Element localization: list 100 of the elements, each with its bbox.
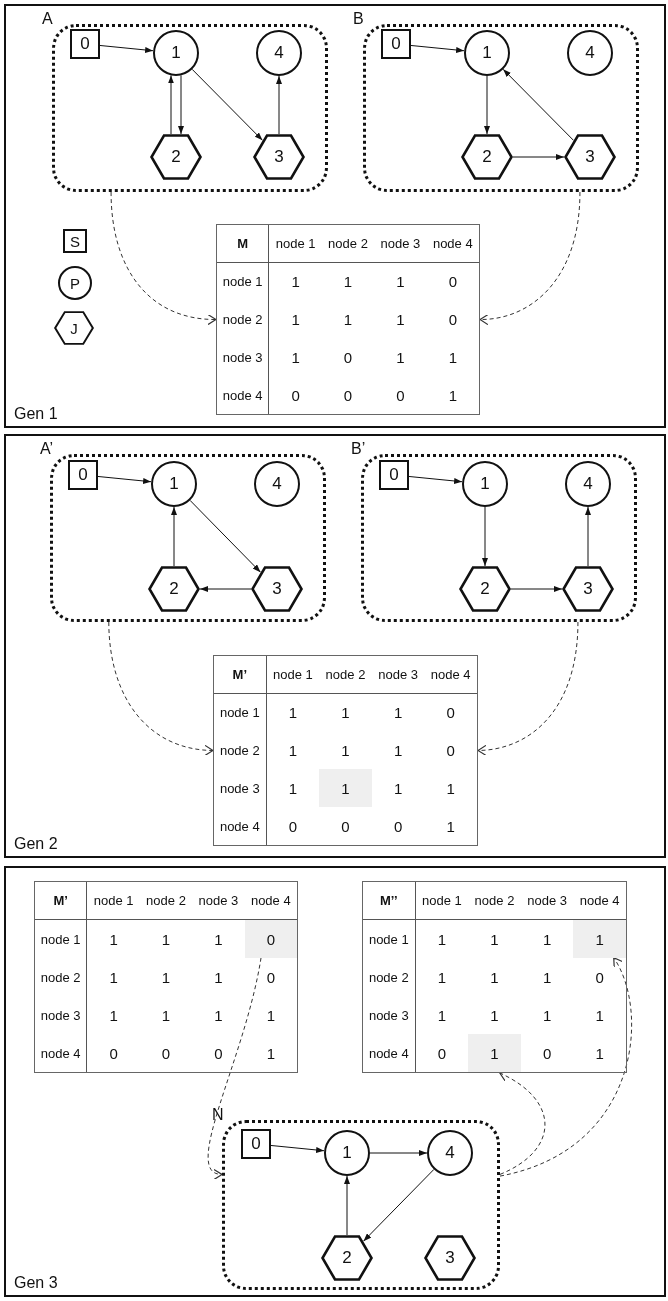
- legend-symbol: P: [58, 266, 92, 300]
- matrix-value: 1: [265, 1005, 276, 1026]
- adjacency-matrix: [216, 224, 480, 415]
- arrow: [168, 74, 174, 135]
- matrix-value: 1: [392, 741, 404, 761]
- circle-node: 1: [151, 461, 197, 507]
- graph-label: A’: [40, 440, 54, 458]
- matrix-value: 1: [489, 1005, 500, 1026]
- arrow: [171, 506, 177, 567]
- arrow: [585, 506, 591, 567]
- circle-node: 4: [567, 30, 613, 76]
- matrix-value: 0: [395, 385, 406, 406]
- matrix-value: 1: [290, 272, 301, 293]
- arrow: [484, 75, 490, 135]
- column-header: node 3: [520, 882, 574, 920]
- column-header: node 4: [426, 225, 479, 263]
- row-header: node 1: [35, 920, 88, 958]
- matrix-value: 1: [436, 967, 448, 988]
- matrix-value: 1: [287, 703, 299, 724]
- row-header: node 3: [214, 769, 267, 808]
- matrix-value: 1: [445, 816, 456, 837]
- matrix-value: 0: [287, 816, 299, 837]
- row-header: node 1: [363, 920, 416, 958]
- row-header: node 2: [214, 731, 267, 770]
- adjacency-matrix: [362, 881, 627, 1073]
- row-header: node 1: [217, 262, 270, 301]
- matrix-value: 0: [108, 1043, 119, 1064]
- dashed-arrow: [477, 621, 579, 756]
- circle-node: 4: [565, 461, 611, 507]
- circle-node: 4: [254, 461, 300, 507]
- row-header: node 1: [214, 693, 267, 732]
- arrow: [408, 476, 463, 484]
- matrix-value: 1: [541, 1005, 553, 1026]
- arrow: [410, 45, 465, 53]
- arrow: [270, 1145, 325, 1153]
- highlighted-value: 1: [468, 1034, 521, 1072]
- matrix-value: 0: [445, 741, 456, 761]
- column-header: node 2: [321, 225, 375, 263]
- row-header: node 3: [217, 338, 270, 377]
- arrow: [99, 45, 154, 53]
- graph-label: A: [42, 10, 53, 28]
- row-header: node 2: [35, 958, 88, 996]
- matrix-value: 0: [447, 272, 458, 293]
- matrix-title: M’: [214, 656, 267, 694]
- matrix-value: 1: [287, 741, 299, 761]
- row-header: node 3: [35, 996, 88, 1034]
- arrow: [97, 476, 152, 484]
- dashed-arrow: [499, 957, 632, 1177]
- circle-node: 4: [256, 30, 302, 76]
- matrix-value: 1: [290, 310, 301, 330]
- column-header: node 3: [371, 656, 425, 694]
- matrix-value: 1: [445, 778, 456, 799]
- matrix-value: 1: [290, 347, 301, 368]
- column-header: node 3: [374, 225, 427, 263]
- row-header: node 4: [35, 1034, 88, 1072]
- matrix-value: 0: [594, 967, 605, 988]
- matrix-value: 1: [160, 929, 172, 950]
- arrow: [178, 74, 184, 135]
- panel-frame: [4, 4, 666, 428]
- square-node: 0: [381, 29, 411, 59]
- arrow: [276, 75, 282, 135]
- matrix-value: 1: [436, 1005, 448, 1026]
- arrow: [482, 506, 488, 567]
- dashed-arrow: [499, 1071, 546, 1175]
- graph-label: B: [353, 10, 364, 28]
- matrix-title: M: [217, 225, 270, 263]
- matrix-value: 1: [392, 703, 404, 724]
- column-header: node 2: [319, 656, 372, 694]
- column-header: node 2: [468, 882, 521, 920]
- circle-node: 1: [153, 30, 199, 76]
- matrix-value: 1: [287, 778, 299, 799]
- square-node: 0: [379, 460, 409, 490]
- matrix-value: 0: [290, 385, 301, 406]
- arrow: [512, 154, 565, 160]
- circle-node: 1: [464, 30, 510, 76]
- matrix-value: 0: [541, 1043, 553, 1064]
- matrix-value: 0: [265, 967, 276, 988]
- circle-node: 1: [324, 1130, 370, 1176]
- highlighted-value: 1: [573, 920, 626, 958]
- column-header: node 1: [87, 882, 140, 920]
- matrix-value: 0: [342, 347, 354, 368]
- panel-label: Gen 3: [14, 1273, 58, 1293]
- matrix-value: 1: [108, 1005, 119, 1026]
- arrow: [510, 586, 563, 592]
- row-header: node 4: [363, 1034, 416, 1072]
- matrix-value: 1: [541, 967, 553, 988]
- panel-frame: [4, 434, 666, 858]
- dashed-arrow: [207, 957, 262, 1178]
- matrix-title: M’: [35, 882, 88, 920]
- row-header: node 4: [214, 807, 267, 845]
- matrix-title: M’’: [363, 882, 416, 920]
- matrix-value: 1: [340, 703, 351, 724]
- matrix-value: 1: [594, 1043, 605, 1064]
- matrix-value: 0: [160, 1043, 172, 1064]
- matrix-value: 1: [108, 929, 119, 950]
- panel-frame: [4, 866, 666, 1297]
- matrix-value: 1: [541, 929, 553, 950]
- matrix-value: 1: [489, 929, 500, 950]
- arrow: [199, 586, 252, 592]
- row-header: node 4: [217, 376, 270, 414]
